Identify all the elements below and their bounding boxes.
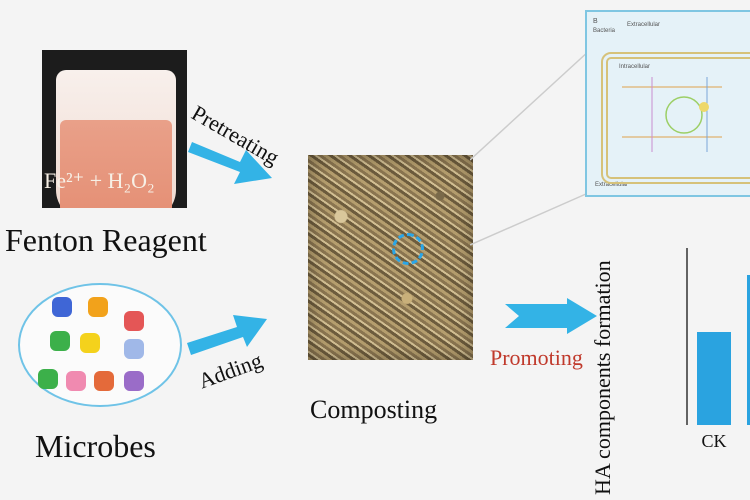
cell-membrane	[601, 52, 750, 184]
chart-y-axis-label: HA components formation	[590, 260, 615, 495]
tick-label-ck: CK	[701, 431, 726, 451]
microbe-orange-2	[94, 371, 114, 391]
microbe-lightblue	[124, 339, 144, 359]
zoom-connector-lines	[470, 49, 596, 246]
promoting-label: Promoting	[490, 345, 583, 370]
bar-f	[747, 275, 750, 425]
pathway-intracellular: Intracellular	[619, 64, 651, 70]
fenton-reagent-photo: Fe²⁺ + H₂O₂	[42, 50, 187, 208]
microbe-red	[124, 311, 144, 331]
bar-ck	[697, 332, 731, 425]
microbe-orange	[88, 297, 108, 317]
microbes-illustration	[18, 283, 182, 407]
pathway-extracellular-top: Extracellular	[627, 22, 661, 28]
microbe-green	[50, 331, 70, 351]
microbe-yellow	[80, 333, 100, 353]
pathway-bacteria-label: Bacteria	[593, 28, 616, 34]
microbe-purple	[124, 371, 144, 391]
beaker-liquid	[60, 120, 172, 208]
fenton-reagent-label: Fenton Reagent	[5, 222, 207, 258]
pretreating-arrow	[188, 142, 272, 184]
microbe-green-2	[38, 369, 58, 389]
pathway-panel-letter: B	[593, 18, 598, 25]
microbe-blue	[52, 297, 72, 317]
microbe-pink	[66, 371, 86, 391]
pathway-extracellular-bottom: Extracellular	[595, 182, 629, 188]
microbes-label: Microbes	[35, 428, 156, 464]
pathway-diagram-lines	[622, 77, 722, 152]
compost-highlight-circle	[392, 233, 424, 265]
fenton-formula: Fe²⁺ + H₂O₂	[44, 168, 155, 193]
composting-label: Composting	[310, 395, 438, 424]
compost-image	[308, 155, 473, 360]
promoting-arrow	[505, 298, 597, 334]
metabolic-pathway-panel: B Bacteria Extracellular Intracellular E…	[585, 10, 750, 197]
adding-arrow	[187, 315, 267, 355]
ha-bar-chart: CKF	[686, 248, 750, 451]
